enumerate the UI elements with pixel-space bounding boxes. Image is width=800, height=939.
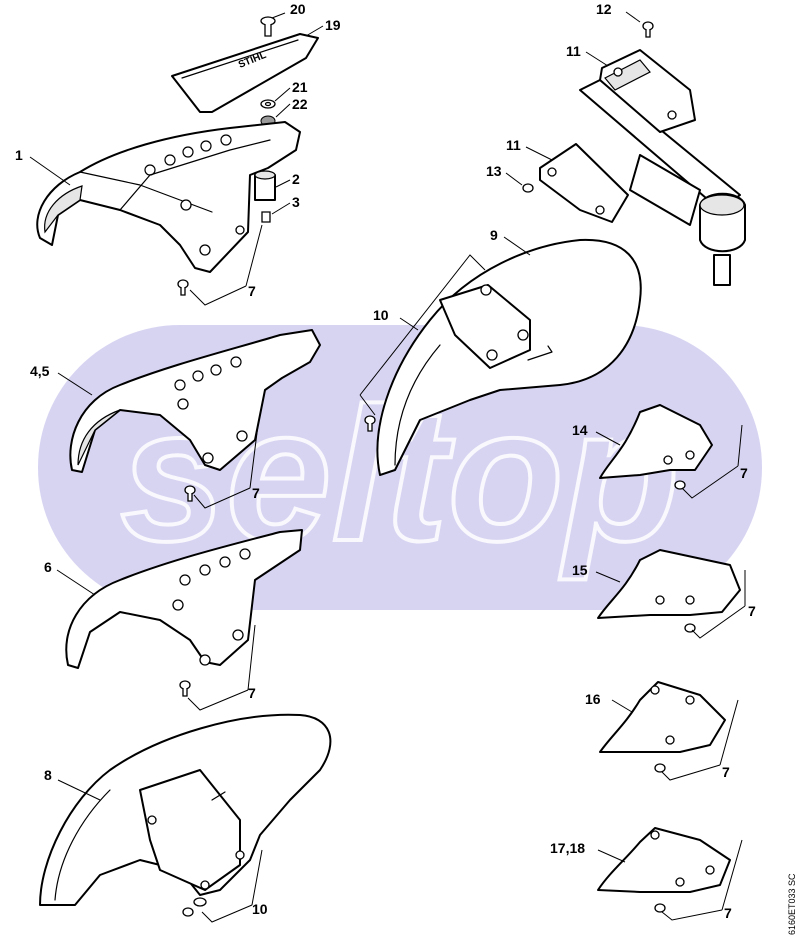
callout-7a: 7 (248, 283, 256, 299)
callout-10a: 10 (373, 307, 389, 323)
callout-4-5: 4,5 (30, 363, 50, 379)
part-3-screw (261, 211, 271, 223)
callout-21: 21 (292, 79, 308, 95)
callouts: 20 19 21 22 1 2 3 7 12 11 11 13 9 10 4,5… (15, 1, 756, 921)
callout-11b: 11 (506, 137, 521, 153)
part-7-screw-b (184, 485, 196, 502)
callout-19: 19 (325, 17, 341, 33)
part-7-screw-a (177, 279, 189, 296)
callout-11a: 11 (566, 43, 581, 59)
callout-7b: 7 (252, 485, 260, 501)
part-14-deflector (599, 404, 713, 479)
callout-10b: 10 (252, 901, 268, 917)
part-4-5-guard (69, 329, 321, 473)
part-7-screw-c (674, 480, 686, 490)
part-10-screw-washer (182, 897, 207, 917)
part-9-guard (376, 238, 642, 476)
callout-16: 16 (585, 691, 601, 707)
part-7-screw-f (654, 763, 666, 773)
callout-7d: 7 (748, 603, 756, 619)
part-6-guard (65, 529, 303, 669)
callout-15: 15 (572, 562, 588, 578)
callout-7g: 7 (724, 905, 732, 921)
part-13-screw (522, 183, 534, 193)
callout-14: 14 (572, 422, 588, 438)
part-11-clamp-lower (539, 143, 629, 223)
part-7-screw-9 (364, 415, 376, 432)
part-20-screw (260, 16, 276, 37)
drawing-code: 6160ET033 SC (787, 873, 797, 935)
callout-6: 6 (44, 559, 52, 575)
callout-20: 20 (290, 1, 306, 17)
callout-7c: 7 (740, 465, 748, 481)
callout-9: 9 (490, 227, 498, 243)
callout-8: 8 (44, 767, 52, 783)
part-7-screw-g (654, 903, 666, 913)
part-2-sleeve (254, 170, 276, 201)
part-7-screw-e (179, 680, 191, 697)
callout-12: 12 (596, 1, 612, 17)
part-17-18-deflector (597, 827, 731, 893)
callout-3: 3 (292, 194, 300, 210)
callout-13: 13 (486, 163, 502, 179)
part-12-screw (642, 21, 654, 38)
callout-2: 2 (292, 171, 300, 187)
part-8-guard (39, 713, 332, 906)
part-21-washer (260, 99, 276, 109)
part-1-guard (36, 121, 301, 273)
callout-7e: 7 (248, 685, 256, 701)
callout-7f: 7 (722, 764, 730, 780)
part-15-deflector (597, 549, 741, 619)
callout-17-18: 17,18 (550, 840, 585, 856)
callout-1: 1 (15, 147, 23, 163)
part-16-deflector (599, 681, 726, 753)
leader-lines (29, 11, 746, 923)
gear-head-assembly (579, 79, 746, 286)
part-11-clamp-upper (599, 49, 696, 133)
callout-22: 22 (292, 96, 308, 112)
part-19-plate: STIHL (171, 33, 319, 113)
